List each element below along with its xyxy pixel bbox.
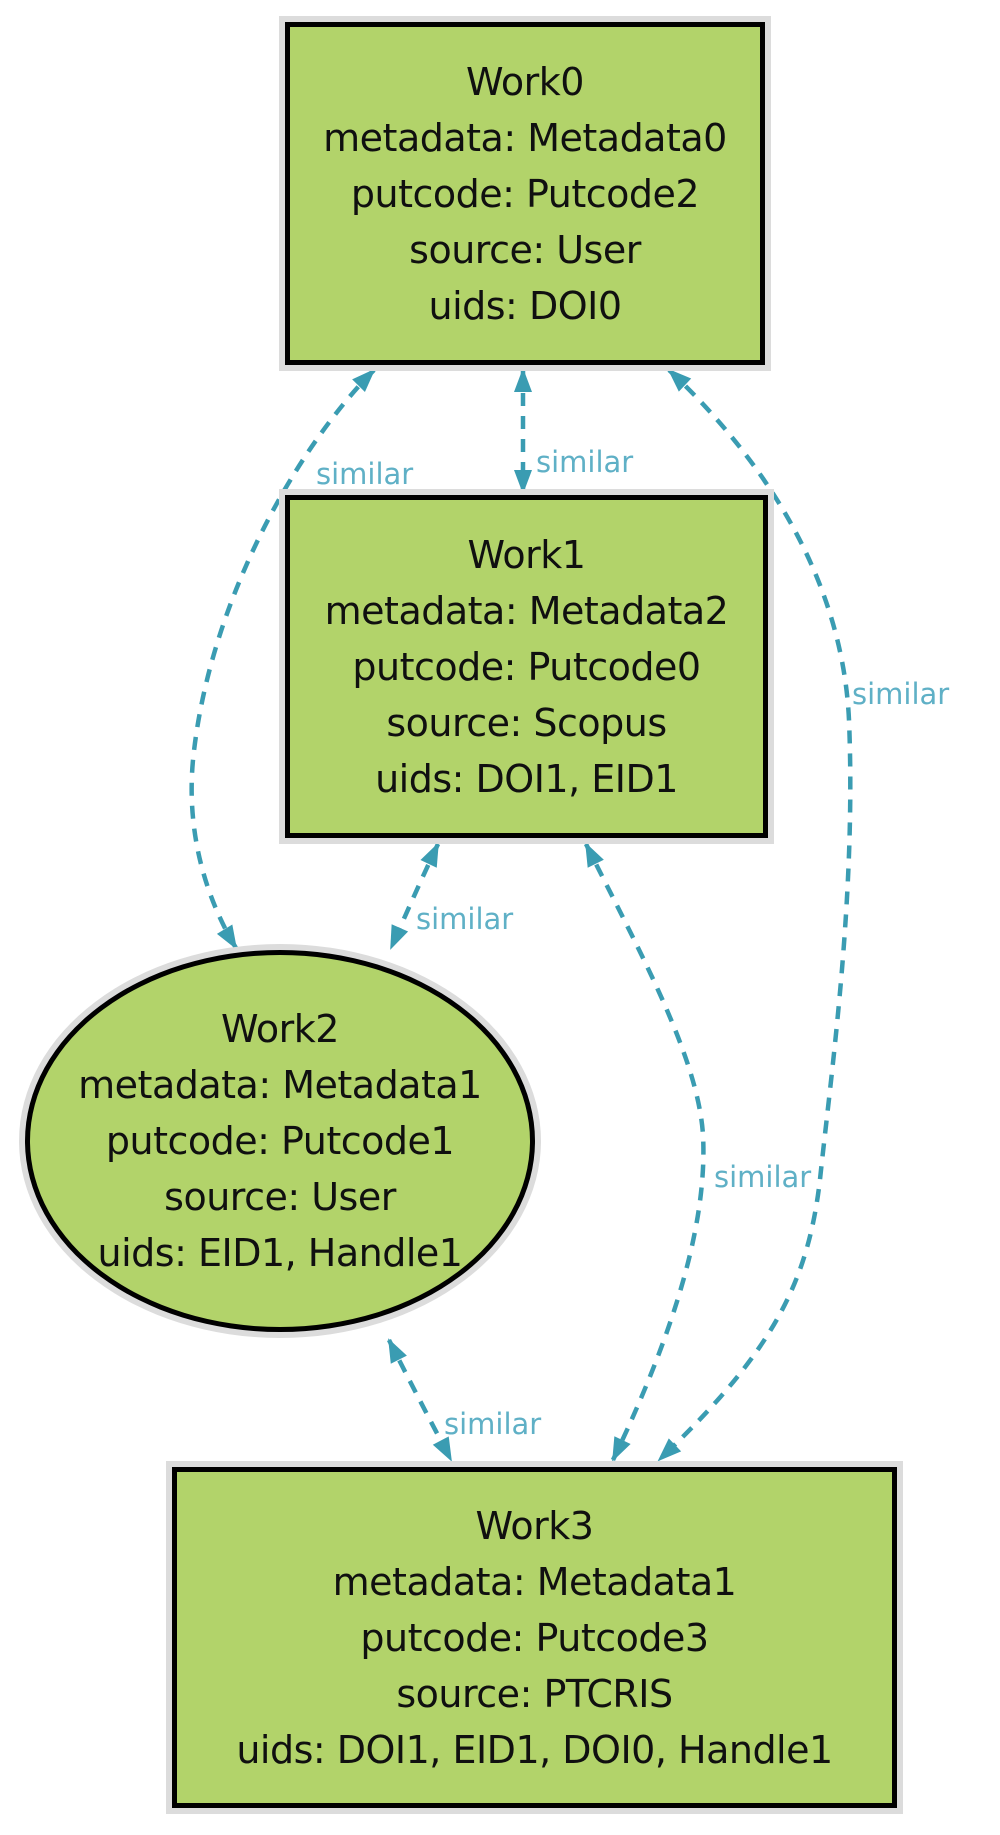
node-work3-source: source: PTCRIS <box>396 1671 673 1716</box>
node-work0-putcode: putcode: Putcode2 <box>350 171 700 216</box>
edge-work2-work3 <box>386 1338 453 1462</box>
edge-work1-work2 <box>388 842 441 950</box>
node-work2-source: source: User <box>164 1175 396 1219</box>
edge-work0-work3-label: similar <box>852 677 950 711</box>
node-work2-title: Work2 <box>221 1007 339 1051</box>
node-work3-metadata: metadata: Metadata1 <box>332 1559 737 1604</box>
node-work3-title: Work3 <box>475 1503 594 1548</box>
node-work1-metadata: metadata: Metadata2 <box>324 588 729 633</box>
node-work3: Work3 metadata: Metadata1 putcode: Putco… <box>172 1467 897 1808</box>
node-work2-putcode: putcode: Putcode1 <box>105 1119 455 1163</box>
node-work2-uids: uids: EID1, Handle1 <box>97 1231 463 1275</box>
node-work0-uids: uids: DOI0 <box>428 283 623 328</box>
node-work0-source: source: User <box>409 227 641 272</box>
node-work1-putcode: putcode: Putcode0 <box>352 644 701 689</box>
node-work0-metadata: metadata: Metadata0 <box>323 115 727 160</box>
node-work2-metadata: metadata: Metadata1 <box>78 1063 482 1107</box>
node-work2: Work2 metadata: Metadata1 putcode: Putco… <box>25 950 535 1332</box>
edge-work0-work2-label: similar <box>316 457 414 491</box>
node-work3-uids: uids: DOI1, EID1, DOI0, Handle1 <box>236 1727 833 1772</box>
node-work1-title: Work1 <box>467 532 586 577</box>
edge-work2-work3-label: similar <box>444 1407 542 1441</box>
edge-work1-work3-label: similar <box>714 1160 812 1194</box>
edge-work0-work2 <box>189 368 376 950</box>
edge-work0-work1-label: similar <box>536 445 634 479</box>
edge-work1-work3 <box>583 842 706 1462</box>
node-work3-putcode: putcode: Putcode3 <box>360 1615 709 1660</box>
node-work1: Work1 metadata: Metadata2 putcode: Putco… <box>285 495 768 838</box>
node-work0-title: Work0 <box>466 59 584 104</box>
node-work1-uids: uids: DOI1, EID1 <box>375 756 678 801</box>
edge-work0-work3 <box>657 368 853 1462</box>
node-work1-source: source: Scopus <box>386 700 667 745</box>
edge-work1-work2-label: similar <box>416 902 514 936</box>
node-work0: Work0 metadata: Metadata0 putcode: Putco… <box>285 22 765 365</box>
